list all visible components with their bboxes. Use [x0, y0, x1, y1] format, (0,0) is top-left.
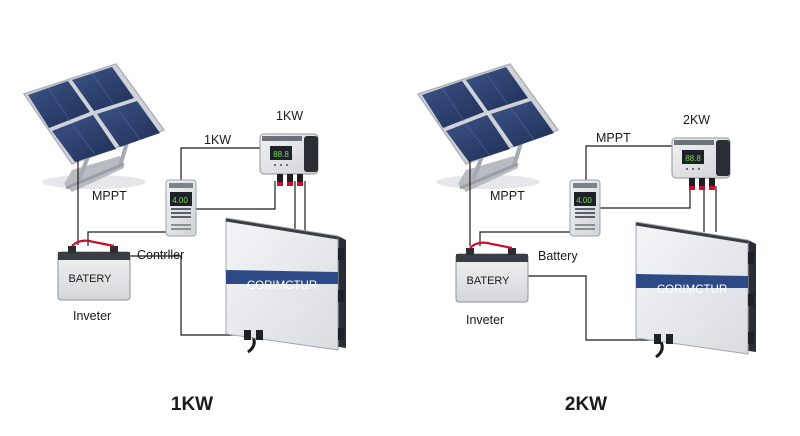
controller-display: 4.00 [576, 196, 592, 205]
battery-label: BATERY [69, 273, 113, 285]
label-inverter: Inveter [466, 313, 504, 327]
meter-display: 88.8 [273, 150, 289, 159]
inverter-brand: CORIMCTUR [247, 280, 317, 292]
panel-2kw: 4.00 88.8 BATERY CORIMCTUR MPPT MPPT 2KW… [416, 62, 758, 415]
controller-display: 4.00 [172, 196, 188, 205]
label-middle: Battery [538, 249, 578, 263]
label-top-wire: MPPT [596, 131, 631, 145]
battery-icon [454, 241, 530, 304]
label-inverter-top: 2KW [683, 113, 710, 127]
solar-panel-icon [416, 62, 560, 194]
battery-icon [56, 239, 132, 302]
label-middle: Contrller [137, 248, 184, 262]
label-mppt: MPPT [490, 189, 525, 203]
meter-display: 88.8 [685, 154, 701, 163]
panel-title: 1KW [171, 394, 213, 415]
solar-panel-icon [22, 62, 166, 194]
label-mppt: MPPT [92, 189, 127, 203]
charge-controller-icon [569, 179, 601, 237]
battery-label: BATERY [467, 275, 511, 287]
meter-icon [671, 137, 731, 191]
charge-controller-icon [165, 179, 197, 237]
label-inverter-top: 1KW [276, 109, 303, 123]
panel-1kw: 4.00 88.8 BATERY CORIMCTUR MPPT 1KW 1KW … [22, 62, 348, 415]
label-top-wire: 1KW [204, 133, 231, 147]
inverter-brand: CORIMCTUR [657, 284, 727, 296]
panel-title: 2KW [565, 394, 607, 415]
label-inverter: Inveter [73, 309, 111, 323]
meter-icon [259, 133, 319, 187]
